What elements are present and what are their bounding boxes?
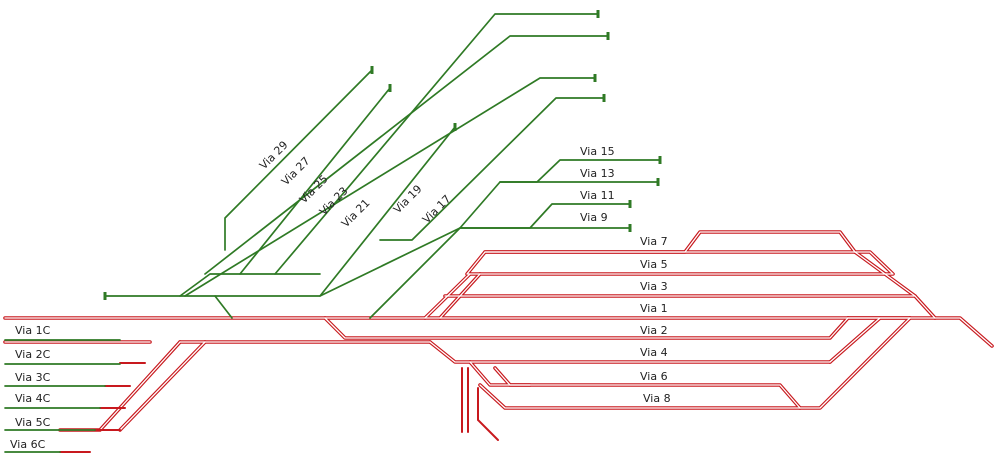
green-siding-13	[274, 13, 599, 275]
green-siding-19	[379, 97, 605, 241]
red-track-4	[428, 340, 832, 364]
end-stop-4	[602, 94, 606, 102]
label-via-3: Via 3	[640, 280, 668, 293]
red-main-line-top-core	[4, 317, 993, 347]
label-via-17: Via 17	[420, 192, 454, 226]
label-via-1c: Via 1C	[15, 324, 51, 337]
red-track-7-right-core	[854, 251, 916, 297]
green-siding-25	[204, 35, 609, 275]
label-via-29: Via 29	[257, 138, 291, 172]
label-via-5c: Via 5C	[15, 416, 51, 429]
label-via-8: Via 8	[643, 392, 671, 405]
red-track-3-core	[444, 295, 936, 319]
green-siding-15	[499, 159, 661, 183]
end-stop-12	[103, 292, 107, 300]
red-track-6-core	[469, 361, 801, 409]
red-track-3	[443, 294, 937, 320]
label-via-4c: Via 4C	[15, 392, 51, 405]
green-siding-23	[184, 77, 596, 297]
label-via-3c: Via 3C	[15, 371, 51, 384]
red-tracks	[3, 230, 994, 432]
label-via-6: Via 6	[640, 370, 668, 383]
label-via-4: Via 4	[640, 346, 668, 359]
label-via-13: Via 13	[580, 167, 615, 180]
green-link-main-2	[179, 273, 321, 297]
red-stubs	[59, 362, 499, 453]
red-track-4-core	[429, 341, 831, 363]
green-siding-base	[104, 227, 461, 297]
end-stop-5	[370, 66, 374, 74]
label-via-5: Via 5	[640, 258, 668, 271]
red-track-6-area	[493, 366, 532, 387]
green-tracks	[4, 13, 661, 453]
green-siding-21	[319, 126, 456, 297]
red-track-5	[465, 250, 895, 276]
label-via-21: Via 21	[339, 196, 373, 230]
end-stop-6	[388, 84, 392, 92]
red-track-7-core	[484, 231, 856, 253]
label-via-19: Via 19	[391, 182, 425, 216]
label-via-15: Via 15	[580, 145, 615, 158]
end-stop-1	[596, 10, 600, 18]
end-stop-2	[606, 32, 610, 40]
red-track-8-core	[479, 317, 911, 409]
end-stop-3	[593, 74, 597, 82]
green-link-main	[214, 295, 233, 319]
green-siding-27	[239, 87, 391, 275]
green-siding-29	[224, 69, 373, 251]
track-end-stops	[103, 10, 662, 300]
label-via-7: Via 7	[640, 235, 668, 248]
red-stub-south-3	[477, 387, 499, 441]
label-via-2: Via 2	[640, 324, 668, 337]
red-track-2-core	[324, 317, 849, 339]
red-track-2-right-core	[829, 317, 911, 363]
red-track-5-core	[466, 251, 894, 275]
label-via-11: Via 11	[580, 189, 615, 202]
label-via-1: Via 1	[640, 302, 668, 315]
red-track-2	[323, 316, 850, 340]
end-stop-7	[453, 123, 457, 131]
label-via-2c: Via 2C	[15, 348, 51, 361]
end-stop-10	[628, 200, 632, 208]
label-via-6c: Via 6C	[10, 438, 46, 451]
red-track-7	[483, 230, 857, 254]
end-stop-11	[628, 224, 632, 232]
label-via-9: Via 9	[580, 211, 608, 224]
end-stop-8	[658, 156, 662, 164]
end-stop-9	[656, 178, 660, 186]
green-siding-17	[369, 181, 659, 319]
